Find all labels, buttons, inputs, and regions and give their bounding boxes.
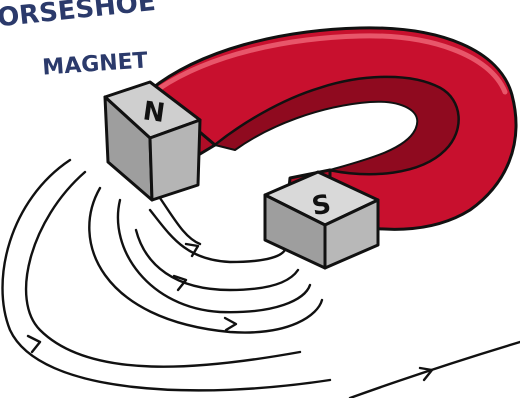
caption-line-2: MAGNET xyxy=(42,48,149,80)
north-pole-label: N xyxy=(141,96,167,129)
field-line-8 xyxy=(160,198,200,244)
field-line-7 xyxy=(350,342,520,398)
arrow-icon xyxy=(225,318,236,330)
caption-line-1: HORSESHOE xyxy=(0,0,157,36)
arrow-icon xyxy=(28,336,40,352)
caption: HORSESHOE MAGNET xyxy=(0,0,157,81)
